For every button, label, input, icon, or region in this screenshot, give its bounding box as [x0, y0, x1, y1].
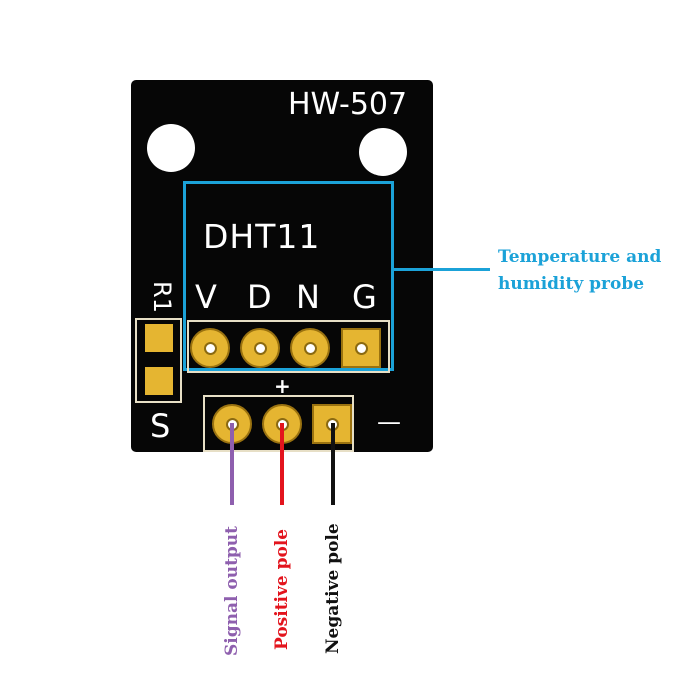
model-label: HW-507 — [288, 87, 408, 122]
pad-d — [240, 328, 280, 368]
resistor-label: R1 — [147, 281, 176, 313]
negative-pole-label: Negative pole — [323, 523, 343, 654]
signal-wire — [230, 423, 234, 505]
probe-callout-line2: humidity probe — [498, 274, 645, 294]
mounting-hole-right — [359, 128, 407, 176]
resistor-pad-top — [145, 324, 173, 352]
negative-wire — [331, 423, 335, 505]
probe-callout-line — [394, 268, 490, 271]
sensor-name: DHT11 — [203, 217, 321, 256]
resistor-outline — [135, 318, 182, 403]
minus-label: — — [377, 408, 401, 436]
probe-callout-line1: Temperature and — [498, 247, 662, 267]
pin-label-g: G — [352, 278, 377, 316]
resistor-pad-bottom — [145, 367, 173, 395]
plus-label: + — [274, 374, 291, 398]
positive-wire — [280, 423, 284, 505]
output-header-outline — [203, 395, 354, 452]
pin-label-d: D — [247, 278, 272, 316]
pad-v — [190, 328, 230, 368]
signal-label: S — [150, 407, 171, 445]
signal-output-label: Signal output — [222, 525, 242, 656]
pad-n — [290, 328, 330, 368]
mounting-hole-left — [147, 124, 195, 172]
sensor-header-outline — [187, 320, 390, 373]
pin-label-n: N — [296, 278, 320, 316]
probe-outline — [183, 181, 394, 371]
probe-callout: Temperature and humidity probe — [498, 244, 661, 298]
positive-pole-label: Positive pole — [272, 528, 292, 650]
pin-label-v: V — [195, 278, 217, 316]
pad-g — [341, 328, 381, 368]
